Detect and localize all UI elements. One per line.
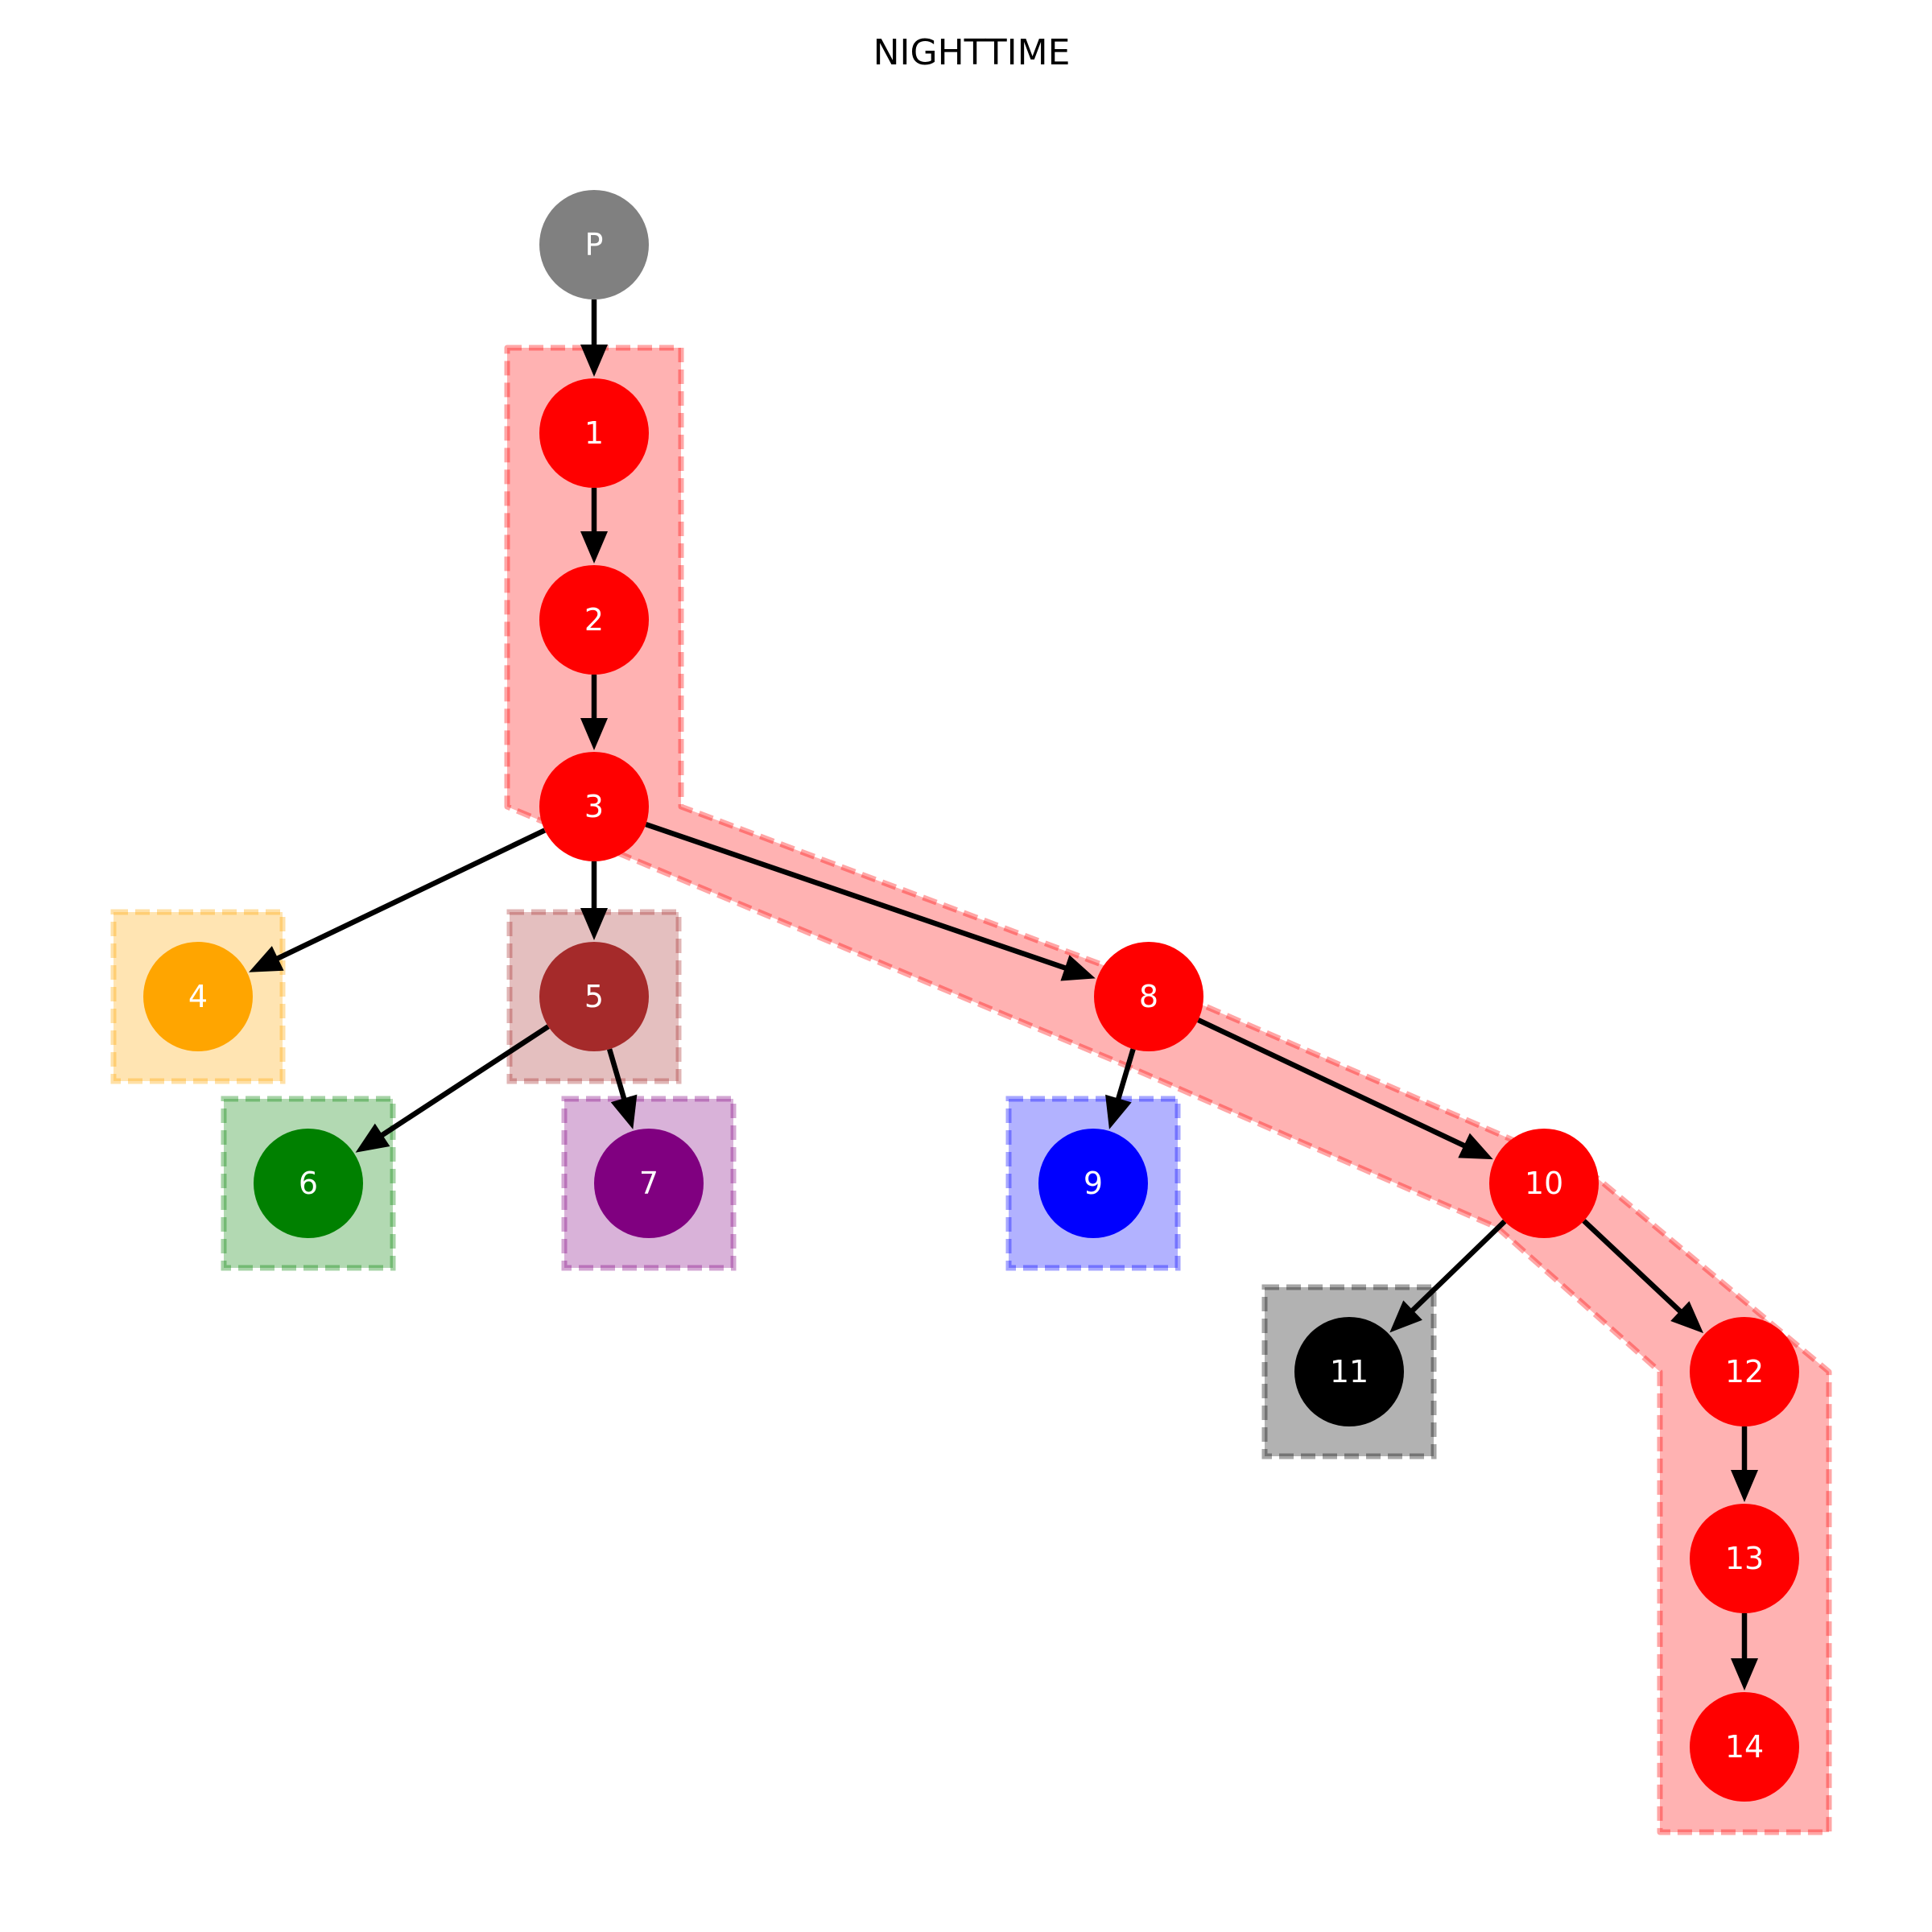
node-5: 5 <box>539 942 649 1051</box>
edge-line <box>645 821 1071 972</box>
node-circle <box>1690 1317 1799 1426</box>
arrowhead <box>1105 1094 1132 1129</box>
node-3: 3 <box>539 752 649 861</box>
node-circle <box>254 1129 363 1238</box>
node-label: P <box>585 227 604 262</box>
edge-3-to-4 <box>249 828 547 972</box>
highlight-groups <box>110 345 1832 1835</box>
node-circle <box>1690 1692 1799 1802</box>
node-10: 10 <box>1489 1129 1599 1238</box>
edge-line <box>1582 1219 1686 1317</box>
arrowhead <box>1389 1300 1422 1333</box>
node-7: 7 <box>594 1129 704 1238</box>
node-8: 8 <box>1094 942 1203 1051</box>
edge-2-to-3 <box>580 675 608 750</box>
node-circle <box>1294 1317 1404 1426</box>
edge-8-to-10 <box>1197 1018 1493 1160</box>
arrowhead <box>580 345 608 377</box>
arrowhead <box>1458 1133 1493 1160</box>
node-label: 6 <box>299 1166 318 1201</box>
edge-12-to-13 <box>1731 1426 1758 1502</box>
node-circle <box>1690 1504 1799 1613</box>
node-14: 14 <box>1690 1692 1799 1802</box>
node-9: 9 <box>1038 1129 1148 1238</box>
arrowhead <box>580 908 608 940</box>
node-13: 13 <box>1690 1504 1799 1613</box>
node-label: 1 <box>584 415 604 451</box>
arrowhead <box>580 718 608 750</box>
node-label: 3 <box>584 789 604 824</box>
node-2: 2 <box>539 565 649 675</box>
group-highlight-main-path <box>504 345 1832 1835</box>
node-label: 7 <box>639 1166 658 1201</box>
node-label: 9 <box>1084 1166 1103 1201</box>
edge-3-to-8 <box>645 821 1096 981</box>
edge-P-to-1 <box>580 299 608 377</box>
edge-10-to-12 <box>1582 1219 1703 1334</box>
node-circle <box>539 565 649 675</box>
edge-line <box>377 1024 550 1140</box>
node-P: P <box>539 190 649 299</box>
node-circle <box>1094 942 1203 1051</box>
edge-5-to-7 <box>607 1048 638 1129</box>
node-label: 10 <box>1525 1166 1563 1201</box>
arrowhead <box>1731 1470 1758 1502</box>
node-label: 14 <box>1725 1729 1764 1765</box>
node-6: 6 <box>254 1129 363 1238</box>
arrowhead <box>249 946 284 972</box>
node-circle <box>1489 1129 1599 1238</box>
node-label: 13 <box>1725 1541 1764 1576</box>
node-label: 5 <box>584 979 604 1014</box>
node-1: 1 <box>539 378 649 488</box>
node-11: 11 <box>1294 1317 1404 1426</box>
arrowhead <box>1731 1658 1758 1690</box>
edge-line <box>1197 1018 1470 1150</box>
edge-line <box>1114 1048 1136 1104</box>
node-circle <box>539 752 649 861</box>
node-12: 12 <box>1690 1317 1799 1426</box>
arrowhead <box>1060 955 1096 981</box>
node-4: 4 <box>143 942 253 1051</box>
edge-10-to-11 <box>1389 1219 1507 1333</box>
node-label: 2 <box>584 602 604 638</box>
node-circle <box>1038 1129 1148 1238</box>
edge-1-to-2 <box>580 488 608 564</box>
edges <box>249 299 1758 1690</box>
edge-5-to-6 <box>355 1024 550 1153</box>
edge-3-to-5 <box>580 861 608 940</box>
node-label: 12 <box>1725 1354 1764 1389</box>
arrowhead <box>580 531 608 564</box>
node-label: 4 <box>188 979 208 1014</box>
node-circle <box>539 190 649 299</box>
node-label: 11 <box>1330 1354 1368 1389</box>
arrowhead <box>610 1094 638 1129</box>
node-label: 8 <box>1139 979 1158 1014</box>
node-circle <box>539 378 649 488</box>
edge-13-to-14 <box>1731 1613 1758 1690</box>
edge-line <box>607 1048 628 1104</box>
diagram-title: NIGHTTIME <box>873 32 1071 73</box>
node-circle <box>539 942 649 1051</box>
node-circle <box>143 942 253 1051</box>
edge-8-to-9 <box>1105 1048 1136 1129</box>
edge-line <box>1407 1219 1507 1316</box>
arrowhead <box>1670 1301 1703 1334</box>
arrowhead <box>355 1123 390 1153</box>
edge-line <box>272 828 547 963</box>
node-circle <box>594 1129 704 1238</box>
